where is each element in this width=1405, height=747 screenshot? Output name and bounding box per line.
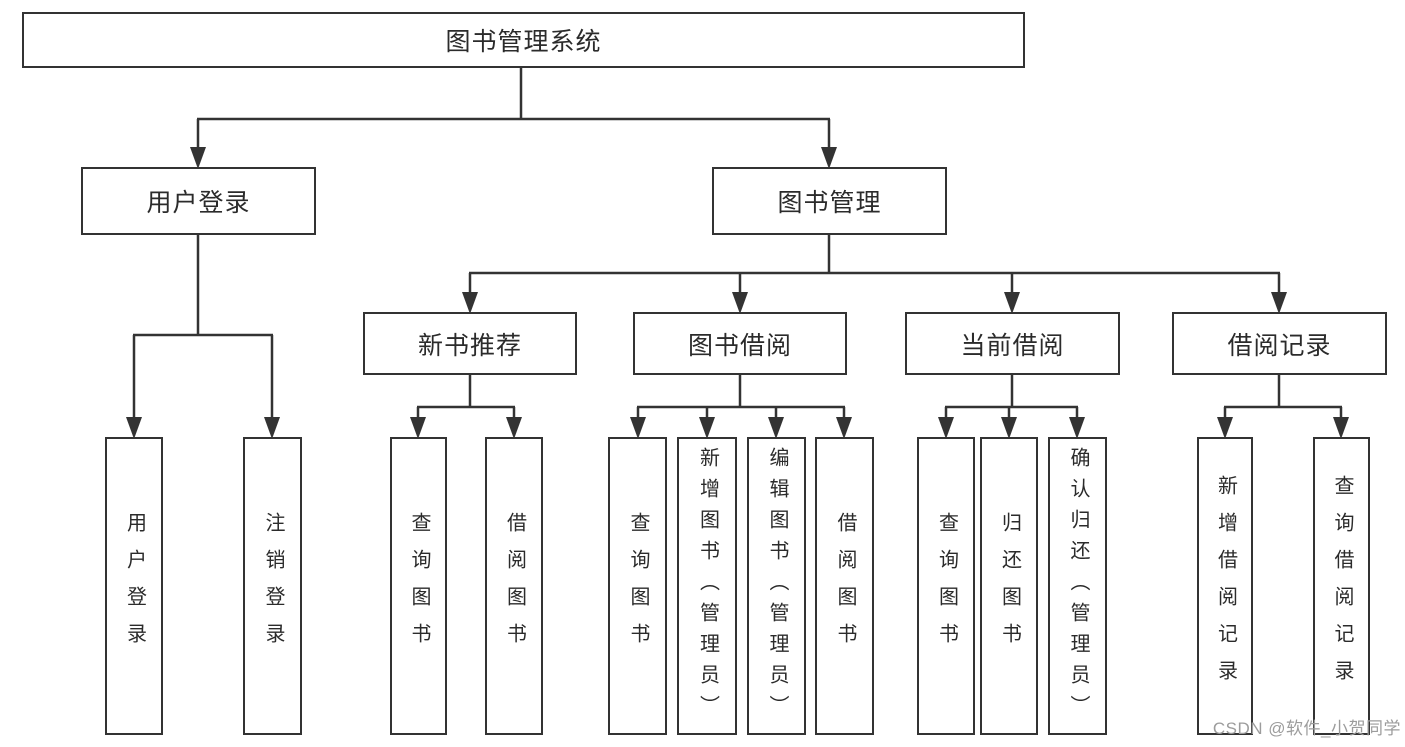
csdn-watermark: CSDN @软件_小贺同学 — [1212, 719, 1401, 738]
node-new-book-recommendation: 新书推荐 — [363, 312, 577, 375]
leaf-logout: 注销登录 — [243, 437, 302, 735]
leaf-add-borrow-record: 新增借阅记录 — [1197, 437, 1253, 735]
leaf-query-book: 查询图书 — [390, 437, 447, 735]
leaf-label: 查询图书 — [935, 512, 958, 660]
node-book-management: 图书管理 — [712, 167, 947, 235]
leaf-label: 借阅图书 — [503, 512, 526, 660]
leaf-label: 查询借阅记录 — [1331, 475, 1353, 697]
leaf-add-book-admin: 新增图书（管理员） — [677, 437, 737, 735]
leaf-label: 编辑图书（管理员） — [766, 446, 788, 726]
arrowhead — [821, 147, 837, 169]
node-borrowing-records: 借阅记录 — [1172, 312, 1387, 375]
leaf-label: 注销登录 — [262, 512, 284, 660]
leaf-label: 查询图书 — [408, 512, 430, 660]
node-book-borrowing: 图书借阅 — [633, 312, 847, 375]
node-current-borrowing: 当前借阅 — [905, 312, 1120, 375]
leaf-return-book: 归还图书 — [980, 437, 1038, 735]
leaf-query-borrow-record: 查询借阅记录 — [1313, 437, 1370, 735]
node-root-book-management-system: 图书管理系统 — [22, 12, 1025, 68]
leaf-label: 借阅图书 — [834, 512, 856, 660]
leaf-query-book-3: 查询图书 — [917, 437, 975, 735]
leaf-label: 新增图书（管理员） — [696, 446, 719, 726]
node-user-login: 用户登录 — [81, 167, 316, 235]
leaf-label: 新增借阅记录 — [1214, 475, 1237, 697]
leaf-borrow-book-2: 借阅图书 — [815, 437, 874, 735]
leaf-label: 归还图书 — [998, 512, 1021, 660]
leaf-label: 用户登录 — [123, 512, 146, 660]
leaf-label: 查询图书 — [627, 512, 649, 660]
leaf-label: 确认归还（管理员） — [1067, 446, 1089, 726]
leaf-borrow-book: 借阅图书 — [485, 437, 543, 735]
leaf-confirm-return-admin: 确认归还（管理员） — [1048, 437, 1107, 735]
arrowhead — [190, 147, 206, 169]
leaf-edit-book-admin: 编辑图书（管理员） — [747, 437, 806, 735]
leaf-user-login: 用户登录 — [105, 437, 163, 735]
leaf-query-book-2: 查询图书 — [608, 437, 667, 735]
